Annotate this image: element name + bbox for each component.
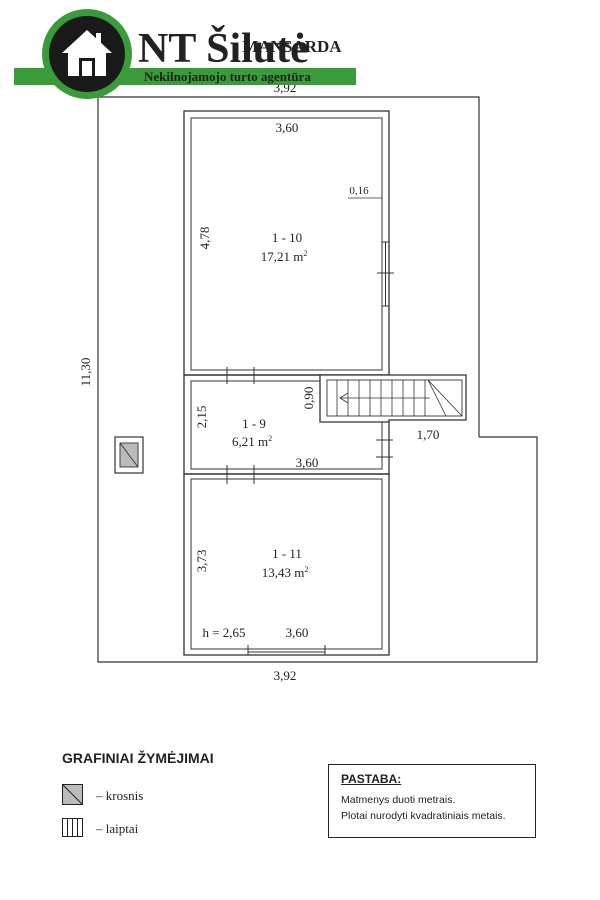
brand-tagline: Nekilnojamojo turto agentūra [144,69,311,84]
room-1-11-id: 1 - 11 [272,546,302,561]
room-1-9-id: 1 - 9 [242,416,266,431]
dim-room9-width: 3,60 [296,455,319,470]
room-1-10-area: 17,21 m2 [261,249,308,264]
chimney-icon [62,784,83,805]
dim-room10-width: 3,60 [276,120,299,135]
note-line: Plotai nurodyti kvadratiniais metais. [341,810,506,822]
room-1-11-area: 13,43 m2 [262,565,309,580]
door-ticks [226,272,394,484]
plan-title: MANSARDA [242,37,342,56]
dim-room10-height: 4,78 [197,227,212,250]
dim-stair-height: 0,90 [301,387,316,410]
room-1-11-inner [190,478,383,650]
brand-logo [14,9,356,99]
dim-room11-height: 3,73 [194,550,209,573]
room-1-9-area: 6,21 m2 [232,434,272,449]
dim-bottom: 3,92 [274,668,297,683]
stairs-icon [336,379,463,417]
room-1-10-id: 1 - 10 [272,230,302,245]
note-title: PASTABA: [341,772,402,786]
dim-room9-height: 2,15 [194,406,209,429]
legend-label-krosnis: – krosnis [96,788,144,803]
outer-contour-right [479,436,538,663]
room-1-10-inner [190,117,383,371]
note-box: PASTABA: Matmenys duoti metrais. Plotai … [328,764,536,838]
ceiling-height: h = 2,65 [202,625,245,640]
window-marks [247,241,389,655]
legend-title: GRAFINIAI ŽYMĖJIMAI [62,750,214,766]
dim-left: 11,30 [78,358,93,387]
note-line: Matmenys duoti metrais. [341,794,456,806]
stairs-icon [62,818,83,837]
legend-label-laiptai: – laiptai [96,821,139,836]
room-1-11-outer [183,473,390,656]
dim-stair-width: 1,70 [417,427,440,442]
brand-name: NT Šilutė [138,24,309,72]
chimney-icon [114,436,144,474]
dim-room11-width: 3,60 [286,625,309,640]
dim-wall: 0,16 [349,185,369,197]
